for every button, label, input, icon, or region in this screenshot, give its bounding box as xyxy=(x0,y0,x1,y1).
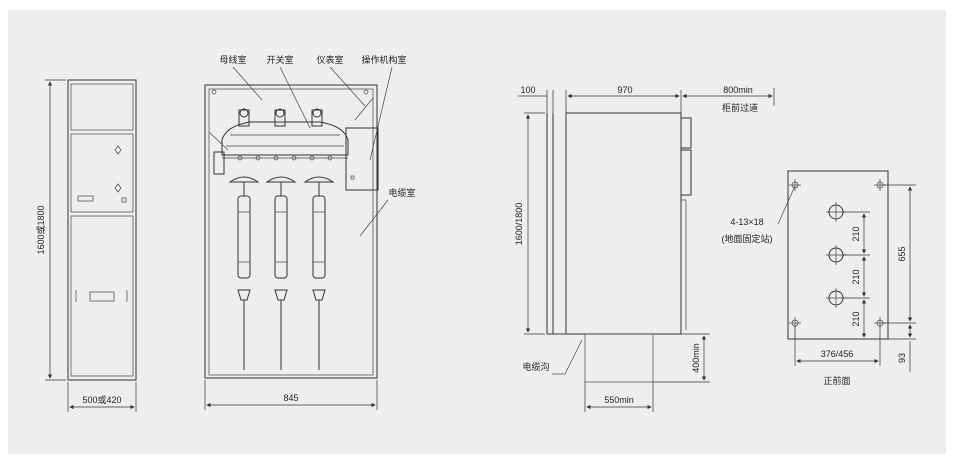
mechanism-room-label: 操作机构室 xyxy=(361,54,406,65)
cable-room-label: 电缆室 xyxy=(388,187,415,198)
instrument-room-label: 仪表室 xyxy=(316,54,343,65)
breaker-body xyxy=(221,121,349,156)
dim-210-c: 210 xyxy=(851,311,861,326)
front-width-label: 500或420 xyxy=(82,394,121,405)
mechanism-box xyxy=(345,127,379,191)
dim-210-a: 210 xyxy=(851,226,861,241)
indicator-icon xyxy=(114,145,122,155)
busbar-room-label: 母线室 xyxy=(219,54,246,65)
front-passage-label: 柜前过道 xyxy=(722,102,758,113)
dim-970: 970 xyxy=(617,85,632,95)
front-top-door xyxy=(70,83,134,131)
left-bracket xyxy=(213,151,225,175)
front-view: 1600或1800 500或420 xyxy=(35,79,137,412)
mounting-holes xyxy=(789,179,886,329)
dim-210-b: 210 xyxy=(851,269,861,284)
base-outline xyxy=(787,170,889,340)
dim-100: 100 xyxy=(520,85,535,95)
phase-a-column xyxy=(228,176,260,370)
front-cabinet-outline xyxy=(67,79,137,381)
cable-trench xyxy=(584,333,654,383)
install-view: 100 970 800min 柜前过道 1600/1800 电缆沟 400m xyxy=(514,85,775,412)
front-lower-door xyxy=(70,215,134,377)
install-cabinet xyxy=(565,112,682,335)
handle-slot xyxy=(89,291,115,302)
nameplate xyxy=(77,195,94,202)
trench-label: 电缆沟 xyxy=(522,361,549,372)
side-inner-wall xyxy=(208,88,374,376)
front-height-label: 1600或1800 xyxy=(35,205,46,254)
hole-note-label: (地面固定站) xyxy=(722,233,773,244)
side-width-label: 845 xyxy=(283,393,298,403)
front-middle-door xyxy=(70,133,134,213)
dim-655: 655 xyxy=(897,246,907,261)
phase-b-column xyxy=(265,176,297,370)
base-width-label: 376/456 xyxy=(821,349,854,359)
hole-spec-label: 4-13×18 xyxy=(730,217,763,227)
dim-93: 93 xyxy=(897,353,907,363)
dim-front-passage: 800min xyxy=(723,85,753,95)
base-plan-view: 4-13×18 (地面固定站) 210 210 210 655 93 xyxy=(722,170,916,386)
side-cabinet-outline xyxy=(204,84,378,379)
side-section-view: 母线室 开关室 仪表室 操作机构室 电缆室 845 xyxy=(204,54,416,410)
trench-width-label: 550min xyxy=(604,395,634,405)
lock-icon xyxy=(121,197,127,203)
drawing-background xyxy=(8,10,946,454)
trench-depth-label: 400min xyxy=(691,343,701,373)
phase-c-column xyxy=(303,176,335,370)
terminal-row xyxy=(237,155,333,161)
indicator-icon xyxy=(114,183,122,193)
install-height-label: 1600/1800 xyxy=(514,203,524,246)
busbar-insulators xyxy=(238,108,323,127)
switch-room-label: 开关室 xyxy=(266,54,293,65)
front-side-label: 正前面 xyxy=(823,375,850,386)
